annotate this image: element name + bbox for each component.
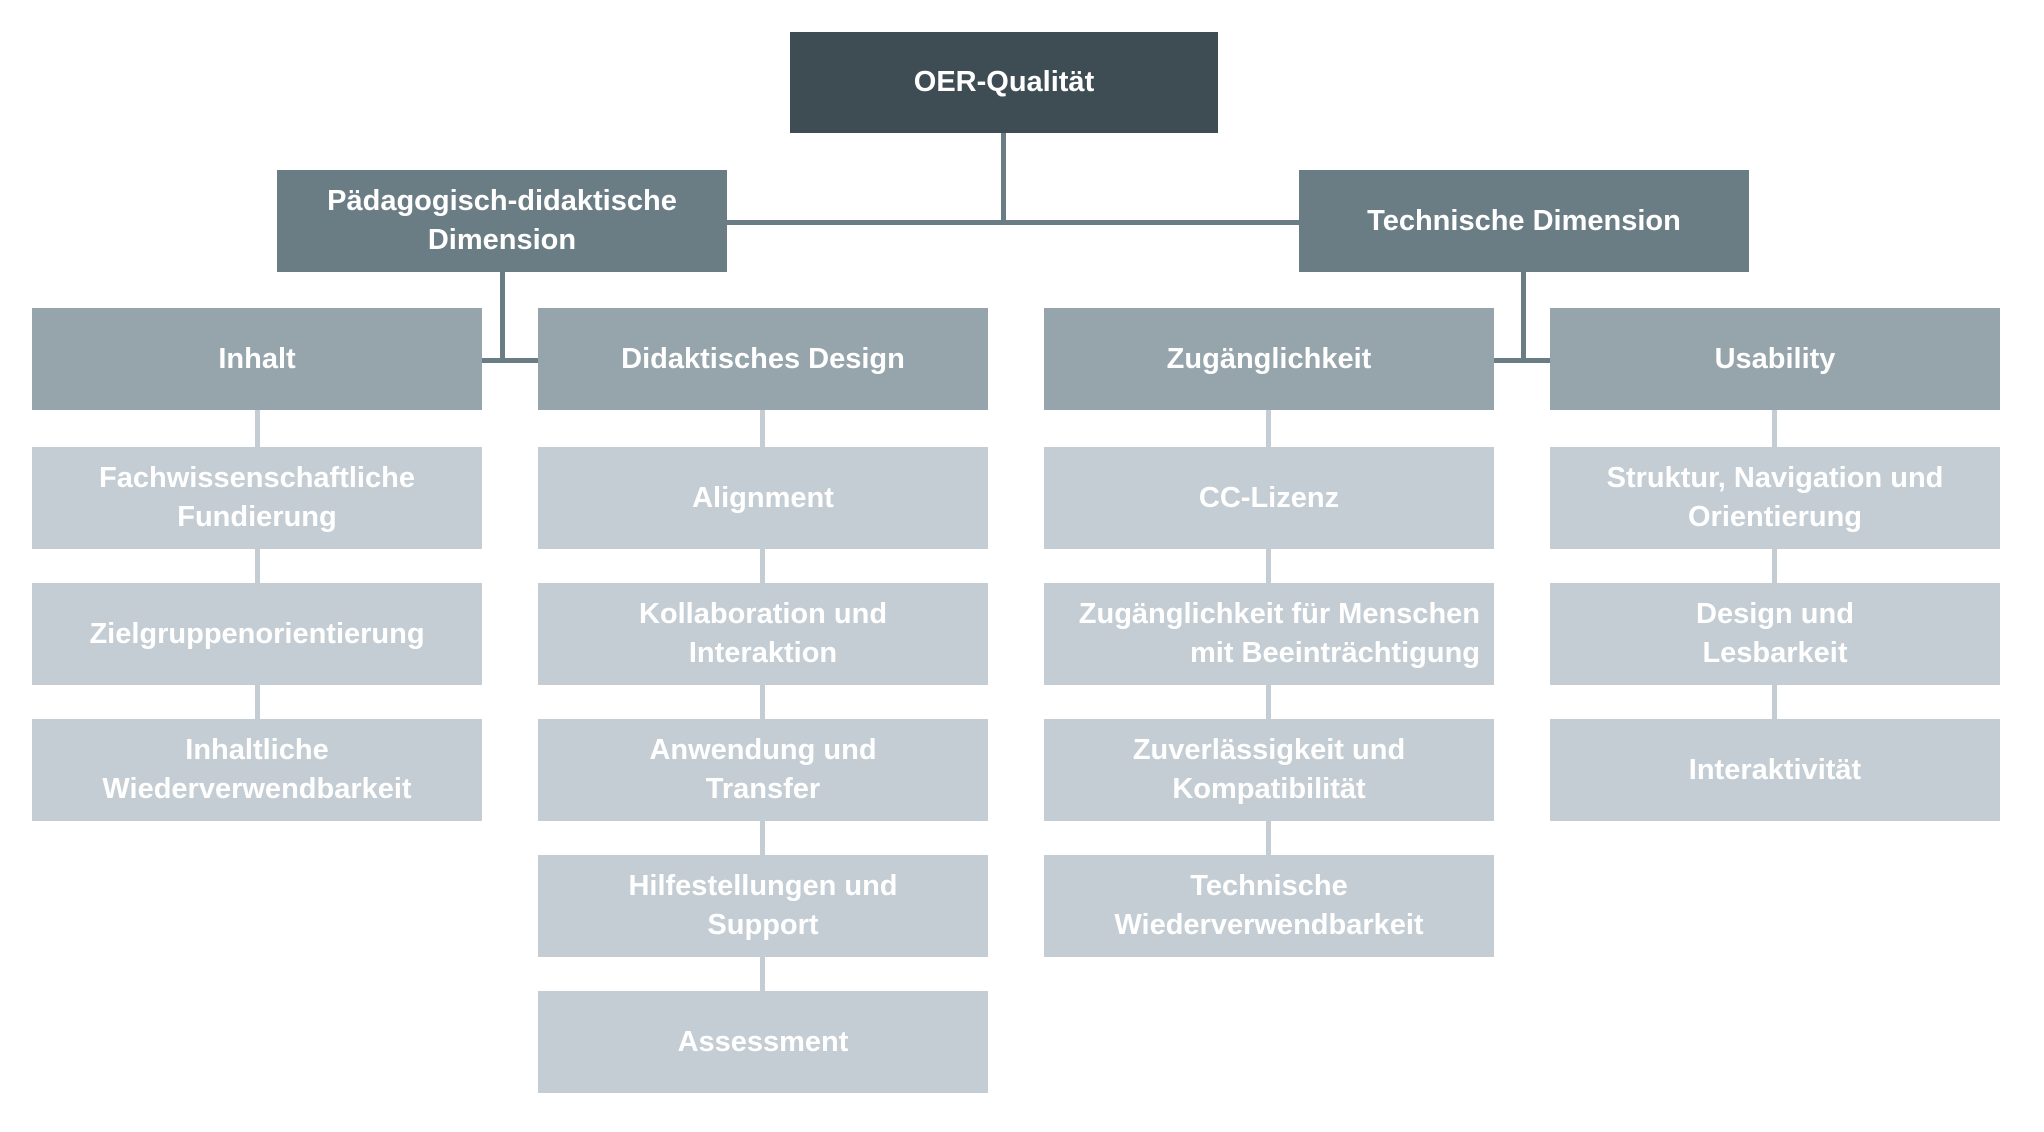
connector-col2-3-4 [760,821,765,855]
connector-root-to-dimensions [727,220,1299,225]
connector-col3-h-1 [1266,410,1271,447]
node-alignment: Alignment [538,447,988,549]
connector-dim1-elbow [482,358,538,363]
node-didaktisches-design: Didaktisches Design [538,308,988,410]
connector-col3-2-3 [1266,685,1271,719]
connector-col1-h-1 [255,410,260,447]
connector-dim1-drop [500,272,505,363]
connector-root-drop [1001,133,1006,225]
node-cc-lizenz: CC-Lizenz [1044,447,1494,549]
node-paedagogisch-didaktische-dimension: Pädagogisch-didaktische Dimension [277,170,727,272]
connector-col2-2-3 [760,685,765,719]
node-zielgruppenorientierung: Zielgruppenorientierung [32,583,482,685]
node-usability: Usability [1550,308,2000,410]
connector-col2-4-5 [760,957,765,991]
node-oer-qualitaet: OER-Qualität [790,32,1218,133]
connector-col3-1-2 [1266,549,1271,583]
node-zugaenglichkeit: Zugänglichkeit [1044,308,1494,410]
node-zuverlaessigkeit-und-kompatibilitaet: Zuverlässigkeit und Kompatibilität [1044,719,1494,821]
connector-col2-1-2 [760,549,765,583]
connector-col4-1-2 [1772,549,1777,583]
node-technische-wiederverwendbarkeit: Technische Wiederverwendbarkeit [1044,855,1494,957]
node-interaktivitaet: Interaktivität [1550,719,2000,821]
node-fachwissenschaftliche-fundierung: Fachwissenschaftliche Fundierung [32,447,482,549]
connector-col4-h-1 [1772,410,1777,447]
connector-col3-3-4 [1266,821,1271,855]
node-struktur-navigation-und-orientierung: Struktur, Navigation und Orientierung [1550,447,2000,549]
node-anwendung-und-transfer: Anwendung und Transfer [538,719,988,821]
connector-col1-2-3 [255,685,260,719]
connector-col2-h-1 [760,410,765,447]
node-inhaltliche-wiederverwendbarkeit: Inhaltliche Wiederverwendbarkeit [32,719,482,821]
connector-col4-2-3 [1772,685,1777,719]
node-assessment: Assessment [538,991,988,1093]
node-kollaboration-und-interaktion: Kollaboration und Interaktion [538,583,988,685]
node-inhalt: Inhalt [32,308,482,410]
node-hilfestellungen-und-support: Hilfestellungen und Support [538,855,988,957]
node-design-und-lesbarkeit: Design und Lesbarkeit [1550,583,2000,685]
connector-dim2-elbow [1494,358,1550,363]
node-zugaenglichkeit-fuer-menschen-mit-beeintraechtigung: Zugänglichkeit für Menschen mit Beeinträ… [1044,583,1494,685]
node-technische-dimension: Technische Dimension [1299,170,1749,272]
connector-col1-1-2 [255,549,260,583]
connector-dim2-drop [1521,272,1526,363]
